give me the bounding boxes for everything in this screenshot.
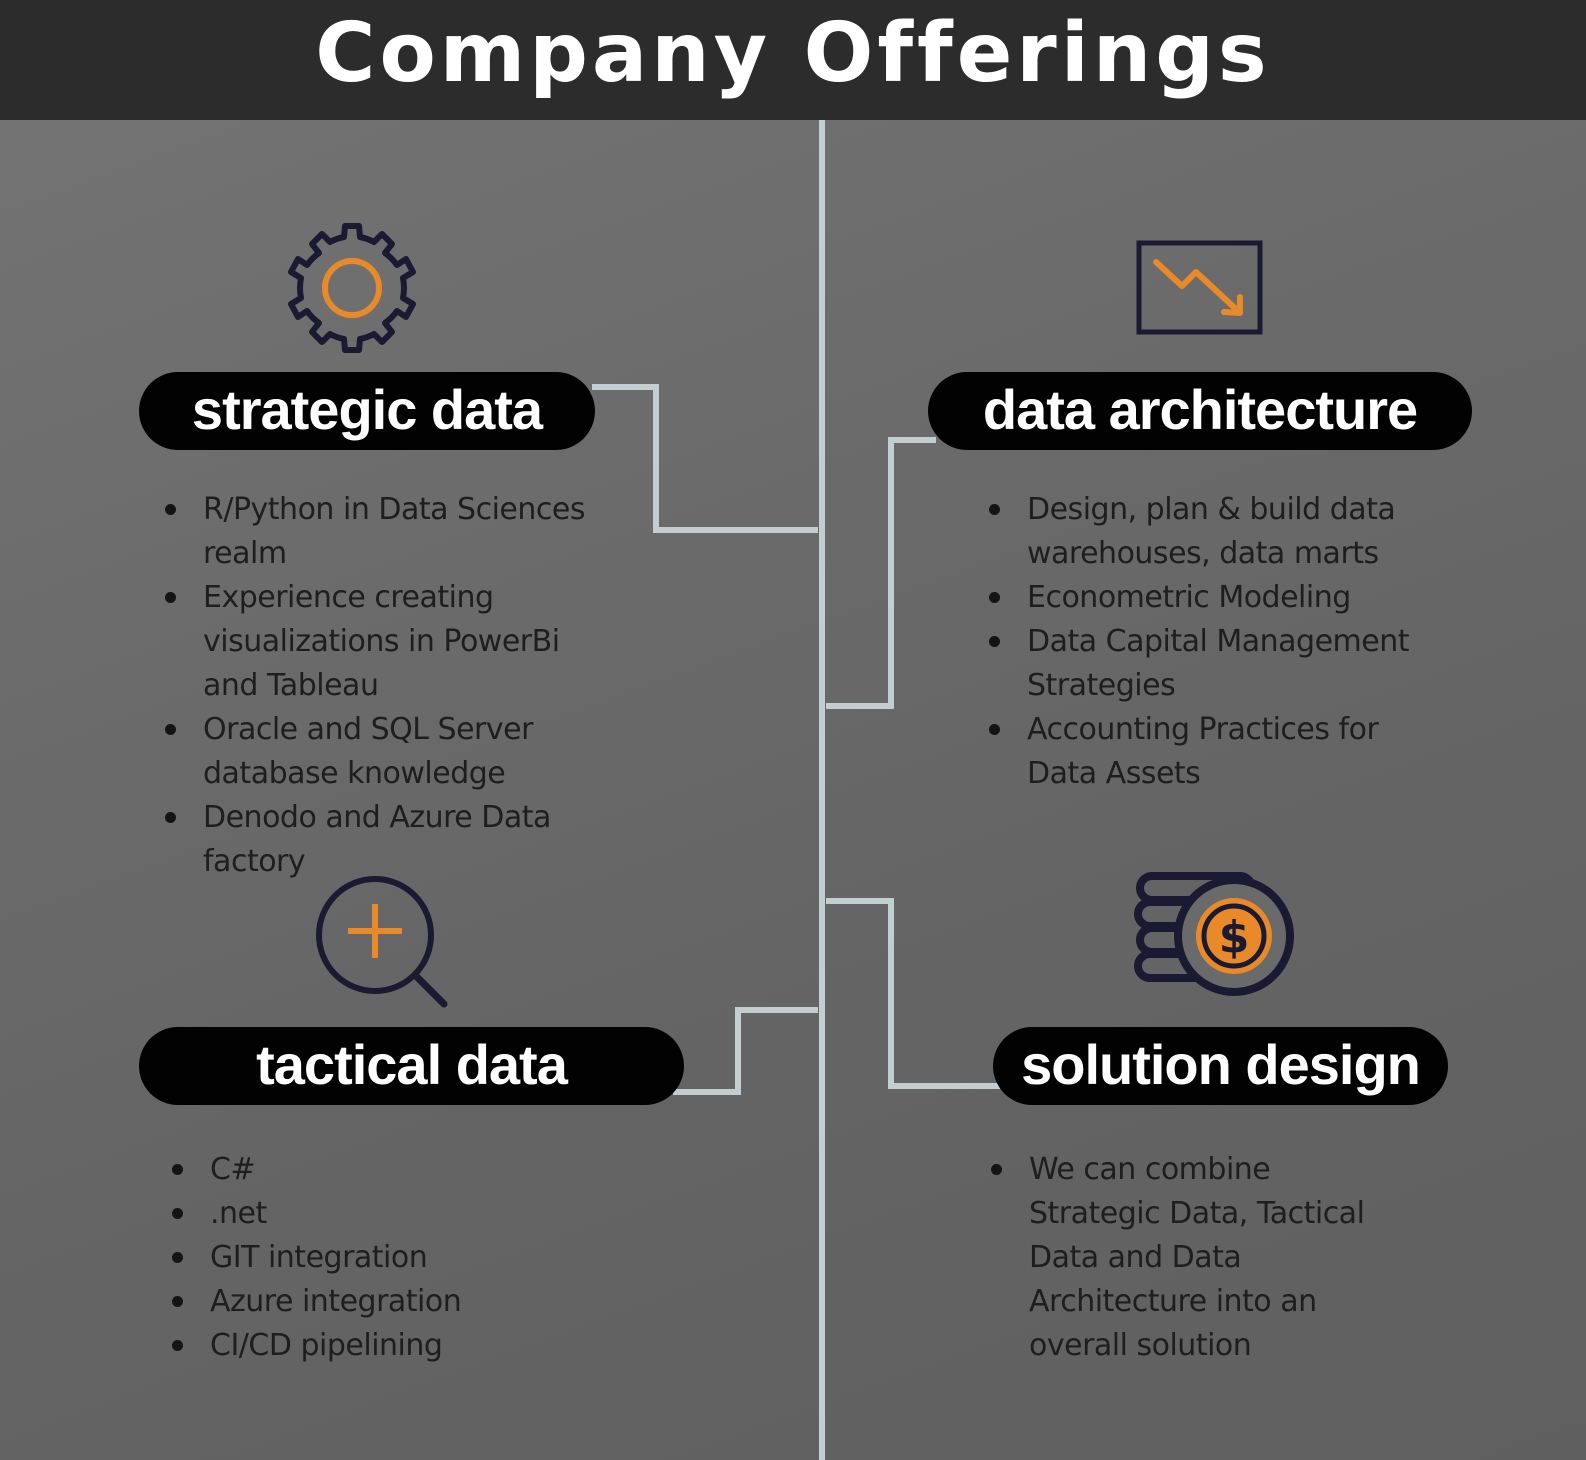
heading-strategic-data: strategic data [139, 372, 595, 450]
list-item: GIT integration [172, 1236, 610, 1280]
declining-chart-icon [1136, 240, 1266, 336]
connector-strategic [592, 384, 818, 533]
list-item: C# [172, 1148, 610, 1192]
solution-design-list: We can combine Strategic Data, Tactical … [987, 1148, 1409, 1368]
coins-dollar-icon: $ [1134, 872, 1294, 1002]
list-item: Data Capital Management Strategies [989, 620, 1427, 708]
list-item: Oracle and SQL Server database knowledge [165, 708, 623, 796]
list-item: R/Python in Data Sciences realm [165, 488, 623, 576]
heading-solution-design: solution design [993, 1027, 1448, 1105]
heading-tactical-data: tactical data [139, 1027, 684, 1105]
connector-architecture [826, 437, 936, 709]
list-item: Econometric Modeling [989, 576, 1427, 620]
svg-text:$: $ [1219, 912, 1250, 963]
connector-solution [826, 898, 1000, 1089]
list-item: CI/CD pipelining [172, 1324, 610, 1368]
list-item: Experience creating visualizations in Po… [165, 576, 623, 708]
list-item: Denodo and Azure Data factory [165, 796, 623, 884]
header-bar [0, 0, 1586, 120]
page-title: Company Offerings [315, 6, 1271, 101]
gear-icon [282, 218, 422, 358]
connector-tactical [673, 1007, 818, 1095]
tactical-data-list: C# .net GIT integration Azure integratio… [168, 1148, 610, 1368]
list-item: .net [172, 1192, 610, 1236]
strategic-data-list: R/Python in Data Sciences realm Experien… [161, 488, 623, 884]
list-item: We can combine Strategic Data, Tactical … [991, 1148, 1409, 1368]
data-architecture-list: Design, plan & build data warehouses, da… [985, 488, 1427, 796]
magnifier-plus-icon [314, 874, 454, 1010]
list-item: Design, plan & build data warehouses, da… [989, 488, 1427, 576]
heading-data-architecture: data architecture [928, 372, 1472, 450]
list-item: Accounting Practices for Data Assets [989, 708, 1427, 796]
list-item: Azure integration [172, 1280, 610, 1324]
